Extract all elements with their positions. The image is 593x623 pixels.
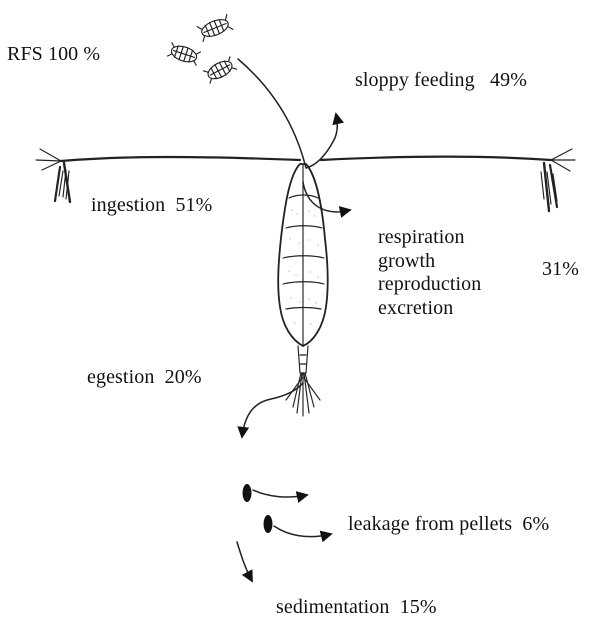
leakage-label: leakage from pellets 6%	[348, 513, 549, 536]
ingestion-percent: 51%	[175, 194, 212, 216]
egestion-label: egestion 20%	[87, 366, 202, 389]
ingestion-text: ingestion	[91, 194, 165, 216]
sloppy-feeding-text: sloppy feeding	[355, 69, 475, 91]
ingestion-label: ingestion 51%	[91, 194, 212, 217]
fecal-pellet-icon	[243, 484, 252, 502]
metabolism-percent: 31%	[542, 258, 579, 281]
rfs-label: RFS 100 %	[7, 43, 100, 66]
rfs-text: RFS 100 %	[7, 43, 100, 65]
sloppy-feeding-label: sloppy feeding 49%	[355, 69, 527, 92]
leakage-text: leakage from pellets	[348, 513, 512, 535]
egestion-arrow	[242, 383, 303, 437]
metabolism-percent-text: 31%	[542, 258, 579, 280]
sedimentation-text: sedimentation	[276, 596, 390, 618]
metabolism-arrow	[303, 182, 350, 212]
fecal-pellet-icon	[264, 515, 273, 533]
food-flow-line	[238, 59, 306, 168]
leakage-percent: 6%	[522, 513, 549, 535]
sedimentation-percent: 15%	[400, 596, 437, 618]
metabolism-label-group: respiration growth reproduction excretio…	[378, 226, 481, 320]
reproduction-text: reproduction	[378, 273, 481, 297]
egestion-text: egestion	[87, 366, 154, 388]
diatom-cluster-icon	[168, 15, 237, 84]
copepod-illustration-icon	[278, 164, 328, 416]
excretion-text: excretion	[378, 297, 481, 321]
egestion-percent: 20%	[165, 366, 202, 388]
leakage-arrow-upper	[253, 490, 307, 497]
sedimentation-arrow	[237, 542, 252, 581]
sloppy-feeding-percent: 49%	[490, 69, 527, 91]
growth-text: growth	[378, 250, 481, 274]
respiration-text: respiration	[378, 226, 481, 250]
leakage-arrow-lower	[274, 526, 331, 537]
sedimentation-label: sedimentation 15%	[276, 596, 437, 619]
